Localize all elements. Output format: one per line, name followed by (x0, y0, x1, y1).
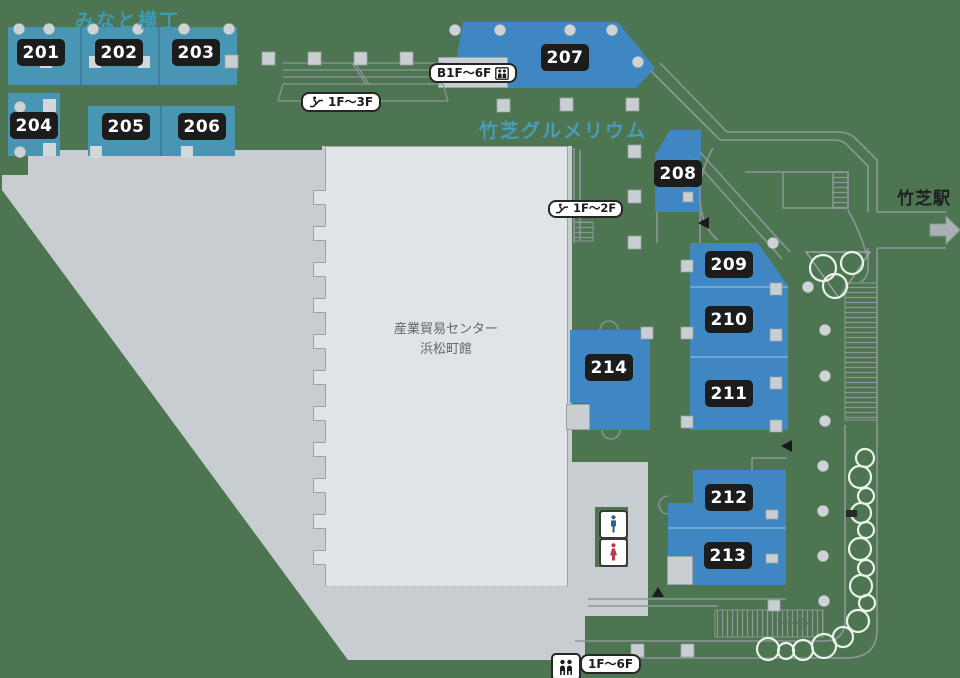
ramp-south (714, 609, 824, 638)
building-name: 産業貿易センター 浜松町館 (346, 320, 546, 360)
shop-label-213[interactable]: 213 (704, 542, 752, 569)
building-notch (313, 226, 326, 241)
escalator-marker-upper[interactable]: 1F〜3F (301, 92, 382, 113)
building-notch (313, 478, 326, 493)
shop-label-202[interactable]: 202 (95, 39, 143, 66)
escalator-mid-label: 1F〜2F (573, 201, 617, 215)
station-direction-arrow (929, 214, 960, 246)
shop-label-204[interactable]: 204 (10, 112, 58, 139)
building-notch (313, 550, 326, 565)
shop-divider (668, 527, 786, 529)
elevator-marker-lower[interactable] (551, 653, 581, 678)
shop-label-208[interactable]: 208 (654, 160, 702, 187)
building-notch (313, 406, 326, 421)
service-structure (667, 556, 693, 585)
elevator-upper-label: B1F〜6F (437, 66, 492, 80)
shop-label-206[interactable]: 206 (178, 113, 226, 140)
building-notch (313, 334, 326, 349)
shop-label-211[interactable]: 211 (705, 380, 753, 407)
bench-icon (846, 510, 857, 517)
building-notch (313, 370, 326, 385)
shop-label-214[interactable]: 214 (585, 354, 633, 381)
building-name-line1: 産業貿易センター (393, 322, 498, 337)
shop-label-210[interactable]: 210 (705, 306, 753, 333)
female-restroom-icon (610, 543, 617, 561)
building-notch (313, 190, 326, 205)
shop-divider (158, 27, 160, 85)
elevator-people-icon (560, 659, 572, 675)
building-notch (313, 298, 326, 313)
shop-divider (690, 356, 788, 358)
shop-label-207[interactable]: 207 (541, 44, 589, 71)
shop-label-205[interactable]: 205 (102, 113, 150, 140)
stairs-small (573, 221, 594, 242)
elevator-icon (495, 66, 510, 80)
zone-title-minato: みなと横丁 (75, 10, 181, 32)
shop-label-201[interactable]: 201 (17, 39, 65, 66)
shop-divider (80, 27, 82, 85)
zone-title-gourmet: 竹芝グルメリウム (479, 120, 648, 142)
trade-center-building (325, 146, 568, 587)
elevator-lower-floors[interactable]: 1F〜6F (580, 654, 642, 675)
stairs-east (844, 282, 878, 421)
shelter-structure (745, 171, 849, 209)
escalator-icon (556, 203, 568, 214)
shop-divider (690, 286, 788, 288)
shop-label-212[interactable]: 212 (705, 484, 753, 511)
escalator-upper-label: 1F〜3F (328, 95, 374, 109)
building-notch (313, 442, 326, 457)
building-notch (313, 514, 326, 529)
shop-label-209[interactable]: 209 (705, 251, 753, 278)
building-notch (313, 262, 326, 277)
elevator-lower-label: 1F〜6F (588, 657, 634, 671)
shop-label-203[interactable]: 203 (172, 39, 220, 66)
escalator-icon (310, 96, 323, 108)
service-structure (566, 404, 590, 430)
male-restroom-icon (611, 515, 616, 533)
elevator-marker-upper[interactable]: B1F〜6F (429, 63, 518, 84)
restroom-female[interactable] (599, 538, 628, 567)
building-name-line2: 浜松町館 (419, 342, 472, 358)
restroom-male[interactable] (599, 510, 628, 539)
shop-divider (160, 106, 162, 156)
escalator-marker-mid[interactable]: 1F〜2F (548, 200, 624, 218)
station-label: 竹芝駅 (897, 189, 951, 209)
